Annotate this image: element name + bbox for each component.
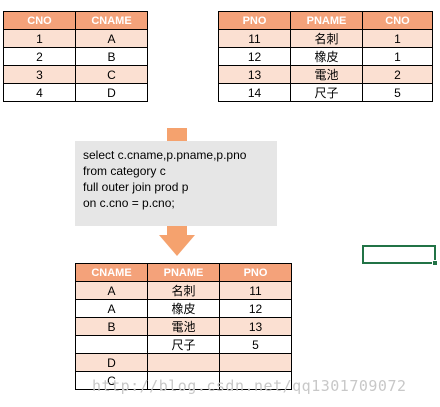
table-cell[interactable]: 12 [218,47,291,66]
selected-cell[interactable] [362,245,436,264]
table-row: 尺子 5 [75,335,292,354]
fill-handle[interactable] [432,260,438,266]
table-cell[interactable]: 12 [219,299,292,318]
table-row: 13 電池 2 [218,65,433,84]
arrow-down-icon [159,235,195,256]
table-cell[interactable]: A [75,299,148,318]
sql-line: select c.cname,p.pname,p.pno [83,148,247,162]
table-cell[interactable]: 電池 [147,317,220,336]
table-cell[interactable]: 名刺 [147,281,220,300]
table-cell[interactable]: 4 [3,83,76,102]
table-row: 14 尺子 5 [218,83,433,102]
column-header[interactable]: CNAME [75,11,148,30]
sql-line: from category c [83,164,166,178]
table-cell[interactable]: 尺子 [290,83,363,102]
table-row: 12 橡皮 1 [218,47,433,66]
table-row: 3 C [3,65,148,84]
table-cell[interactable]: 橡皮 [290,47,363,66]
table-cell[interactable]: 14 [218,83,291,102]
prod-table: PNO PNAME CNO 11 名刺 1 12 橡皮 1 13 電池 2 14… [218,11,433,102]
table-cell[interactable]: A [75,29,148,48]
column-header[interactable]: PNAME [290,11,363,30]
table-cell[interactable]: 5 [362,83,433,102]
table-cell[interactable]: B [75,47,148,66]
table-cell[interactable]: C [75,65,148,84]
table-cell[interactable] [219,371,292,390]
table-cell[interactable]: 電池 [290,65,363,84]
table-row: A 名刺 11 [75,281,292,300]
table-row: 4 D [3,83,148,102]
table-cell[interactable]: 名刺 [290,29,363,48]
table-row: 2 B [3,47,148,66]
table-cell[interactable]: A [75,281,148,300]
sql-query-box: select c.cname,p.pname,p.pno from catego… [75,141,277,226]
column-header[interactable]: PNO [218,11,291,30]
result-table: CNAME PNAME PNO A 名刺 11 A 橡皮 12 B 電池 13 … [75,263,292,390]
table-cell[interactable]: 橡皮 [147,299,220,318]
table-row: C [75,371,292,390]
table-row: 1 A [3,29,148,48]
column-header[interactable]: CNO [362,11,433,30]
table-cell[interactable]: 11 [219,281,292,300]
sql-line: full outer join prod p [83,180,189,194]
table-cell[interactable]: 13 [218,65,291,84]
table-cell[interactable]: 1 [362,47,433,66]
table-cell[interactable] [147,353,220,372]
table-cell[interactable]: D [75,353,148,372]
table-cell[interactable]: 1 [362,29,433,48]
arrow-down-icon [167,128,187,141]
sql-line: on c.cno = p.cno; [83,196,175,210]
column-header[interactable]: PNAME [147,263,220,282]
column-header[interactable]: CNO [3,11,76,30]
table-cell[interactable]: C [75,371,148,390]
table-row: D [75,353,292,372]
table-header-row: CNAME PNAME PNO [75,263,292,282]
table-cell[interactable]: D [75,83,148,102]
arrow-down-stem [167,226,187,235]
table-row: 11 名刺 1 [218,29,433,48]
column-header[interactable]: PNO [219,263,292,282]
table-cell[interactable] [75,335,148,354]
watermark: http://blog.csdn.net/qq1301709072 [92,377,407,395]
table-cell[interactable]: 3 [3,65,76,84]
table-header-row: PNO PNAME CNO [218,11,433,30]
table-row: B 電池 13 [75,317,292,336]
table-header-row: CNO CNAME [3,11,148,30]
table-cell[interactable]: 2 [362,65,433,84]
column-header[interactable]: CNAME [75,263,148,282]
table-cell[interactable]: 2 [3,47,76,66]
category-table: CNO CNAME 1 A 2 B 3 C 4 D [3,11,148,102]
table-cell[interactable]: 5 [219,335,292,354]
table-cell[interactable]: 1 [3,29,76,48]
table-cell[interactable]: 13 [219,317,292,336]
table-row: A 橡皮 12 [75,299,292,318]
table-cell[interactable]: 尺子 [147,335,220,354]
table-cell[interactable] [219,353,292,372]
table-cell[interactable]: 11 [218,29,291,48]
table-cell[interactable]: B [75,317,148,336]
